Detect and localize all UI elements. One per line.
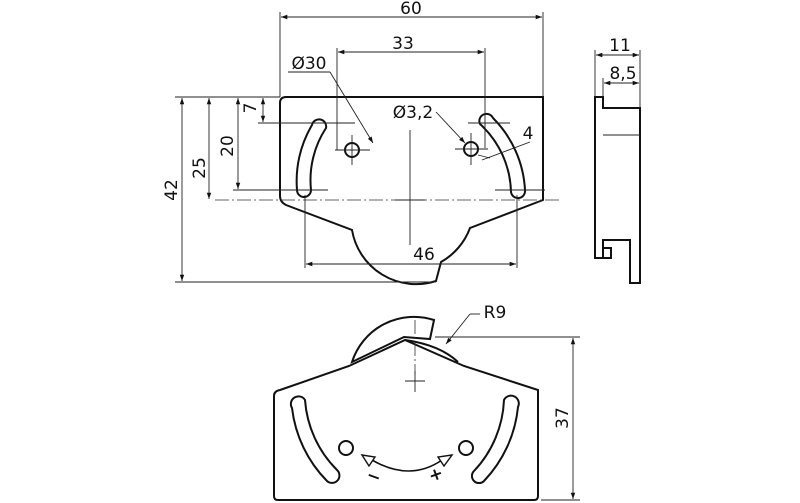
dim-slot-start: 7 [241,103,261,114]
arrow-left-icon [360,454,377,468]
dim-body-depth: 8,5 [609,64,636,84]
dim-radius: R9 [484,303,507,323]
dim-slot-spacing: 33 [392,34,414,54]
adjust-arrow-arc [371,459,443,472]
dim-center-height: 25 [190,157,210,179]
dim-overall-height: 42 [162,179,182,201]
top-view: 60 33 Ø30 Ø3,2 4 46 42 25 20 7 [162,0,560,286]
bottom-right-slot [470,394,520,485]
dim-total-depth: 11 [609,36,631,56]
side-outline [594,96,641,284]
bottom-view: − + R9 37 [273,303,580,501]
left-slot [295,118,328,198]
bottom-right-hole [458,440,474,456]
bottom-plate-outline [273,338,539,501]
dim-slot-width: 4 [523,124,534,144]
cam-segment [350,315,436,364]
dim-slot-outer-spacing: 46 [413,245,435,265]
bottom-left-hole [338,440,354,456]
dim-height: 37 [553,407,573,429]
plus-symbol: + [426,463,446,487]
arrow-right-icon [436,454,454,468]
top-plate-outline [279,96,544,286]
dim-slot-end: 20 [218,135,238,157]
cam-edge [404,339,459,363]
dim-hole-diameter: Ø3,2 [393,103,433,123]
right-slot [478,112,527,200]
bottom-left-slot [289,395,341,484]
minus-symbol: − [364,465,384,489]
dim-circle-diameter: Ø30 [291,54,326,74]
side-view: 11 8,5 [594,36,641,284]
dim-overall-width: 60 [400,0,422,19]
